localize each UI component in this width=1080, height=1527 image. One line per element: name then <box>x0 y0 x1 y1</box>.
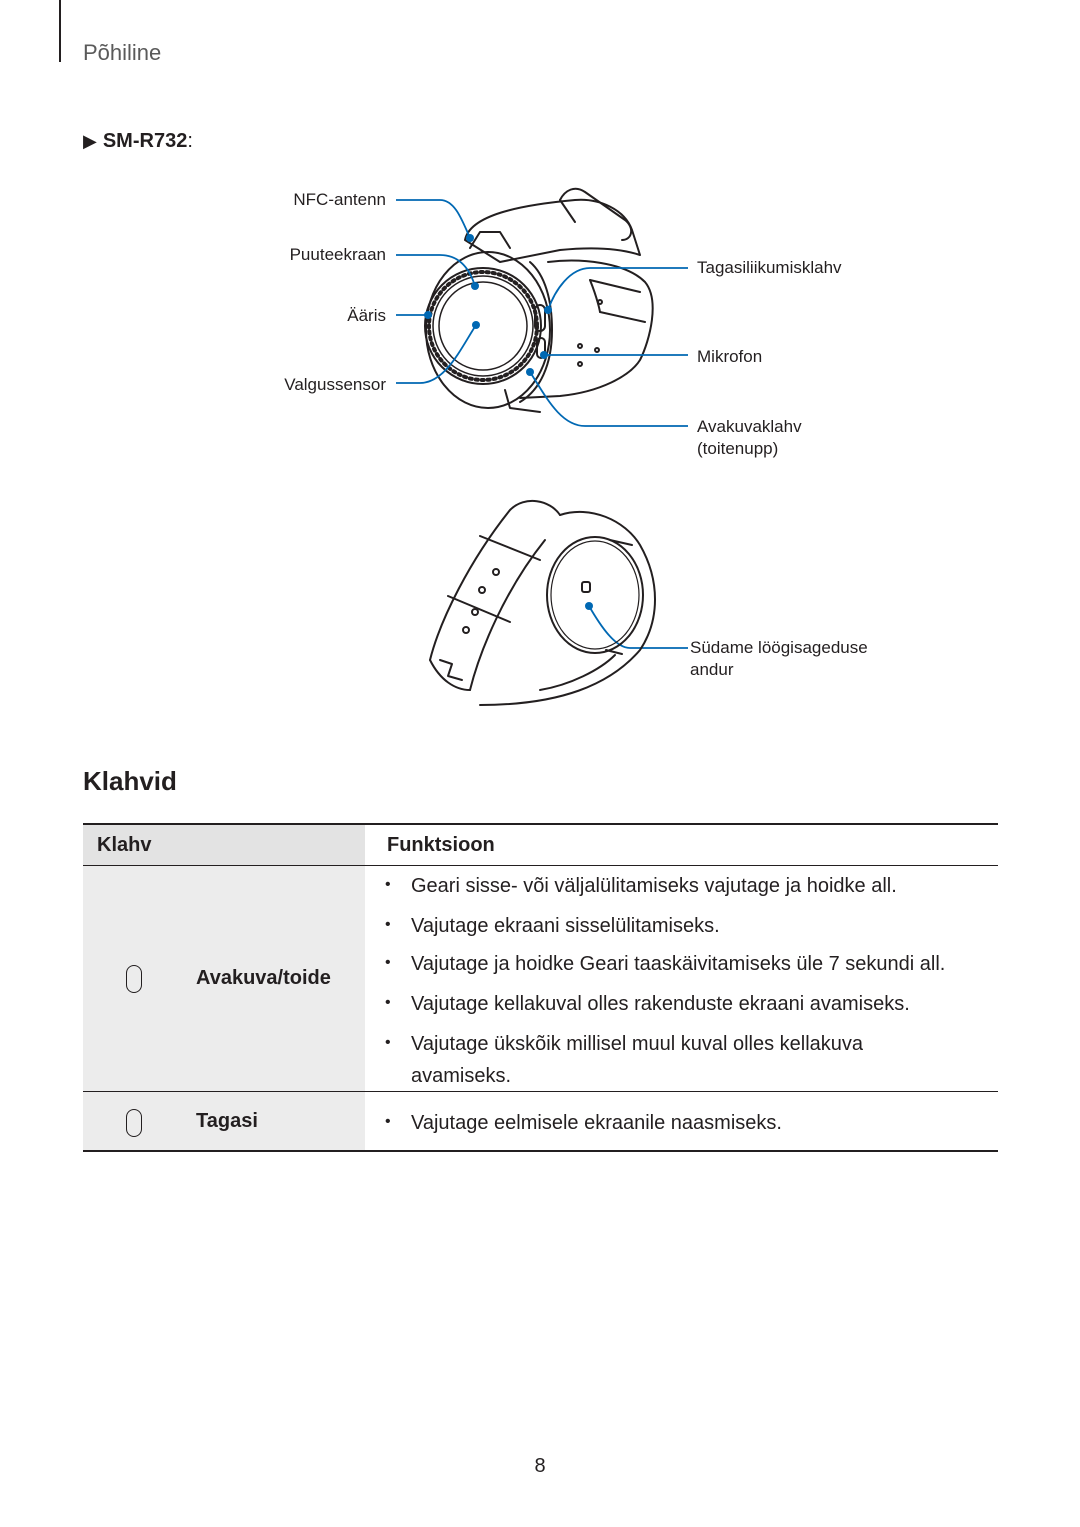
callout-bezel: Ääris <box>347 306 386 325</box>
table-header-key-bg <box>83 825 365 865</box>
function-text: Vajutage ja hoidke Geari taaskäivitamise… <box>411 953 946 975</box>
bullet: • <box>385 994 391 1011</box>
function-text: Vajutage eelmisele ekraanile naasmiseks. <box>411 1112 782 1134</box>
callout-back-key: Tagasiliikumisklahv <box>697 258 842 277</box>
watch-back-drawing <box>429 499 656 706</box>
callout-nfc-antenna: NFC-antenn <box>293 190 386 209</box>
back-key-icon <box>126 1109 142 1137</box>
section-header: Põhiline <box>83 40 162 65</box>
function-text: Vajutage kellakuval olles rakenduste ekr… <box>411 993 910 1015</box>
watch-front-drawing <box>424 187 654 413</box>
function-text-continued: avamiseks. <box>411 1065 512 1087</box>
key-name-back: Tagasi <box>196 1110 258 1132</box>
key-name-home: Avakuva/toide <box>196 967 331 989</box>
section-heading: Klahvid <box>83 766 177 796</box>
watch-illustration <box>396 187 688 706</box>
table-bottom-rule <box>83 1150 998 1152</box>
page-number: 8 <box>534 1455 546 1477</box>
callout-hr-sensor-line2: andur <box>690 660 734 679</box>
table-row-back-key-cell <box>83 1092 365 1150</box>
table-header-function: Funktsioon <box>387 834 495 856</box>
table-header-rule <box>83 865 998 866</box>
bullet: • <box>385 876 391 893</box>
table-top-rule <box>83 823 998 825</box>
table-row-home-key-cell <box>83 866 365 1091</box>
callout-dots <box>424 234 593 610</box>
table-row-separator <box>83 1091 998 1092</box>
function-text: Vajutage ükskõik millisel muul kuval oll… <box>411 1033 864 1055</box>
model-label: ▶SM-R732: <box>83 130 193 153</box>
table-header-key: Klahv <box>97 834 152 856</box>
bullet: • <box>385 1034 391 1051</box>
function-text: Vajutage ekraani sisselülitamiseks. <box>411 915 720 937</box>
callout-hr-sensor-line1: Südame löögisageduse <box>690 638 868 657</box>
callout-light-sensor: Valgussensor <box>284 375 386 394</box>
arrow-right-icon: ▶ <box>83 131 97 151</box>
callout-home-key-line2: (toitenupp) <box>697 439 779 458</box>
callout-home-key-line1: Avakuvaklahv <box>697 417 802 436</box>
bullet: • <box>385 954 391 971</box>
model-colon: : <box>187 130 193 152</box>
bullet: • <box>385 1113 391 1130</box>
function-text: Geari sisse- või väljalülitamiseks vajut… <box>411 875 897 897</box>
callout-touchscreen: Puuteekraan <box>289 245 386 264</box>
callout-hr-sensor: Südame löögisageduse andur <box>690 637 868 681</box>
callout-microphone: Mikrofon <box>697 347 763 366</box>
model-name: SM-R732 <box>102 130 188 152</box>
callout-home-key: Avakuvaklahv (toitenupp) <box>697 416 802 460</box>
home-key-icon <box>126 965 142 993</box>
callout-lines <box>396 199 688 649</box>
page-corner-mark <box>59 0 61 62</box>
bullet: • <box>385 916 391 933</box>
